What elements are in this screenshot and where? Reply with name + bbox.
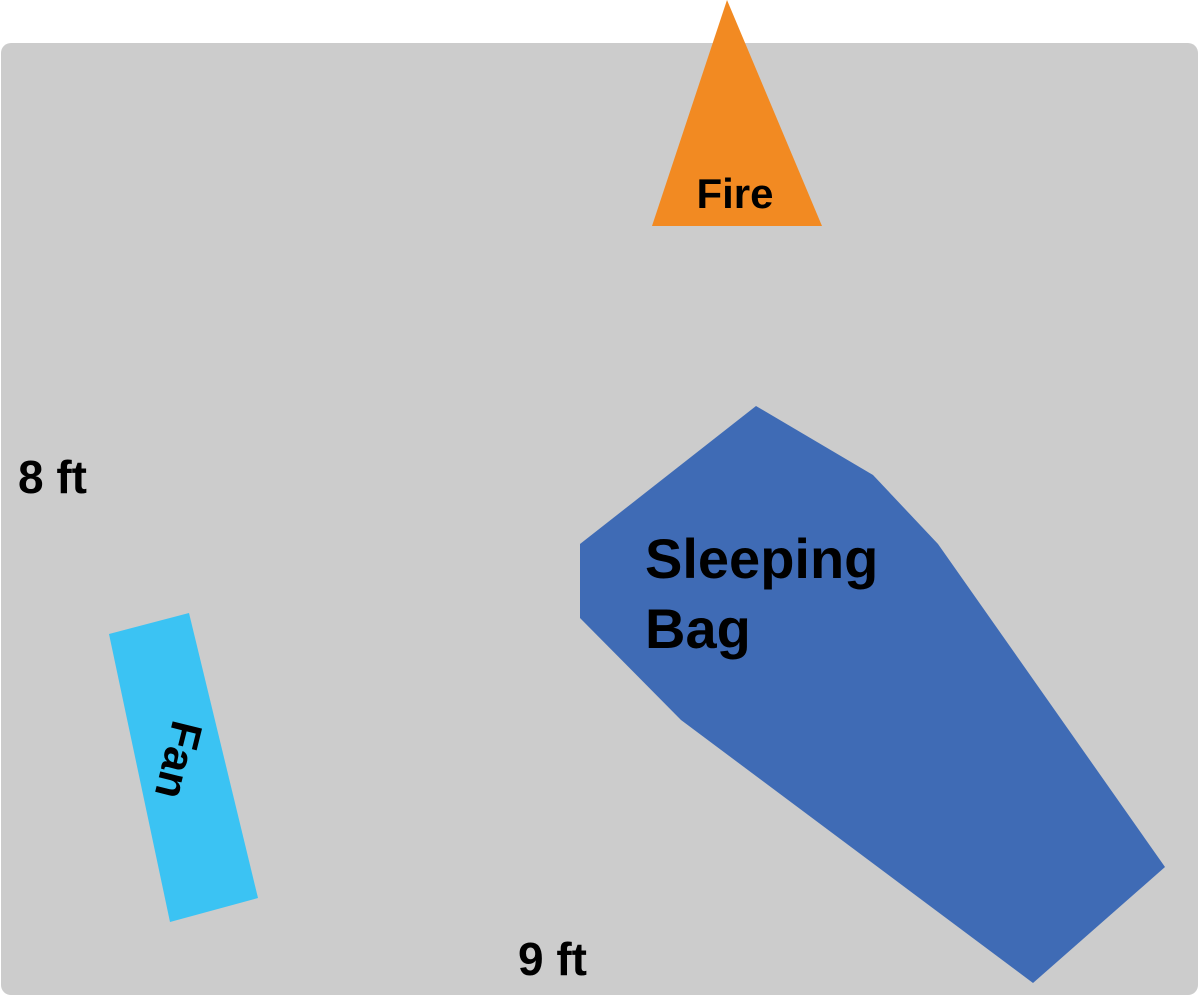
sleeping-bag-label-line2: Bag	[645, 597, 751, 660]
fan-shape	[109, 613, 258, 922]
room-width-label: 9 ft	[518, 933, 587, 985]
fire-shape	[652, 0, 822, 226]
sleeping-bag-shape	[580, 406, 1165, 983]
fire-label: Fire	[696, 170, 773, 217]
sleeping-bag-label-line1: Sleeping	[645, 527, 878, 590]
room-height-label: 8 ft	[18, 451, 87, 503]
